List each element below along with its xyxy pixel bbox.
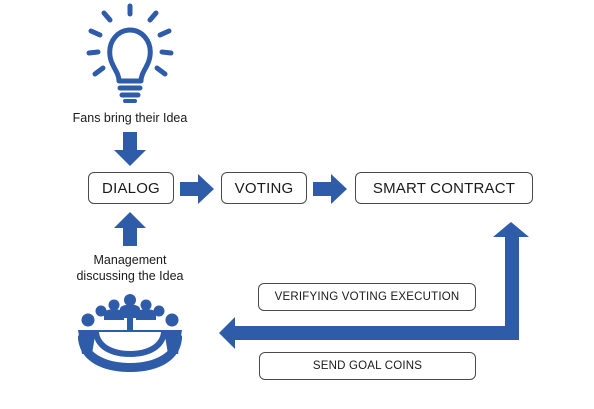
dialog-box: DIALOG <box>88 172 174 204</box>
lightbulb-icon <box>86 3 174 103</box>
management-caption-line2: discussing the Idea <box>76 269 184 283</box>
arrow-up-to-dialog <box>114 212 146 246</box>
voting-label: VOTING <box>234 179 294 197</box>
meeting-table-icon <box>78 294 182 372</box>
arrow-voting-to-contract <box>313 174 347 204</box>
send-coins-box: SEND GOAL COINS <box>259 352 476 380</box>
verifying-box: VERIFYING VOTING EXECUTION <box>258 283 476 311</box>
management-caption-line1: Management <box>93 253 167 267</box>
arrow-return-path <box>219 222 529 349</box>
smart-contract-box: SMART CONTRACT <box>355 172 533 204</box>
dialog-label: DIALOG <box>102 179 160 197</box>
fans-caption: Fans bring their Idea <box>60 110 200 126</box>
arrow-down-to-dialog <box>114 132 146 166</box>
fans-caption-text: Fans bring their Idea <box>72 111 188 125</box>
send-coins-label: SEND GOAL COINS <box>312 360 423 372</box>
verifying-label: VERIFYING VOTING EXECUTION <box>274 291 460 303</box>
smart-contract-label: SMART CONTRACT <box>372 179 516 197</box>
arrow-dialog-to-voting <box>180 174 214 204</box>
management-caption: Management discussing the Idea <box>60 252 200 284</box>
voting-box: VOTING <box>221 172 307 204</box>
